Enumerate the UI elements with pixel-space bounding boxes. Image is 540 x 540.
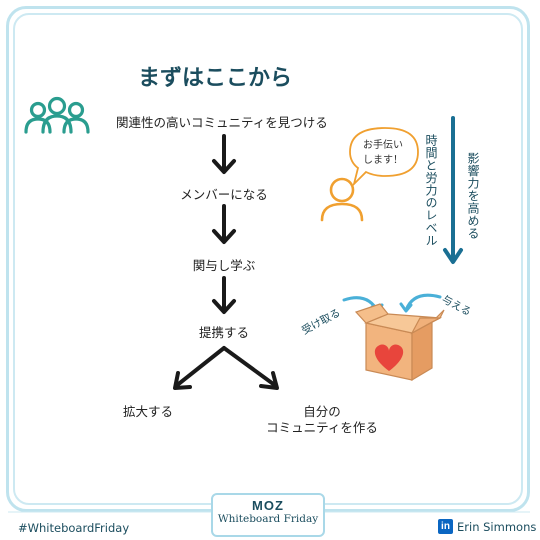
step-become-member: メンバーになる [180, 187, 268, 202]
moz-logo: MOZ [252, 498, 284, 513]
step-engage-learn: 関与し学ぶ [192, 258, 256, 273]
bubble-line1: お手伝い [363, 140, 403, 151]
linkedin-icon: in [438, 519, 453, 534]
step-own-line1: 自分の [303, 404, 341, 419]
speech-bubble-icon [349, 127, 419, 187]
group-of-people-icon [24, 96, 90, 134]
step-find-community: 関連性の高いコミュニティを見つける [116, 115, 328, 130]
flow-arrows [173, 134, 279, 390]
step-own-line2: コミュニティを作る [266, 420, 378, 435]
arrow-member-to-learn [212, 204, 236, 244]
arrow-find-to-member [212, 134, 236, 174]
speech-bubble-text: お手伝い します！ [350, 138, 416, 168]
page-title: まずはここから [137, 66, 292, 91]
hashtag-label: #WhiteboardFriday [18, 521, 130, 535]
author-credit: in Erin Simmons [438, 519, 536, 534]
step-contribute: 提携する [198, 325, 250, 340]
time-effort-label: 時間と労力のレベル [424, 134, 438, 247]
bubble-line2: します！ [363, 155, 403, 166]
box-heart-icon [354, 303, 445, 382]
give-arrow [404, 293, 442, 312]
influence-arrow [443, 116, 463, 264]
moz-whiteboard-friday-badge: MOZ Whiteboard Friday [211, 493, 325, 537]
series-name: Whiteboard Friday [217, 513, 319, 525]
influence-label: 影響力を高める [466, 152, 480, 240]
arrow-to-expand [173, 346, 226, 390]
heart-icon [374, 344, 404, 371]
arrow-learn-to-contribute [212, 276, 236, 314]
step-expand: 拡大する [122, 404, 174, 419]
arrow-to-own [222, 346, 279, 390]
person-icon [320, 177, 364, 222]
box-arrows [342, 293, 442, 315]
author-name: Erin Simmons [457, 519, 537, 534]
